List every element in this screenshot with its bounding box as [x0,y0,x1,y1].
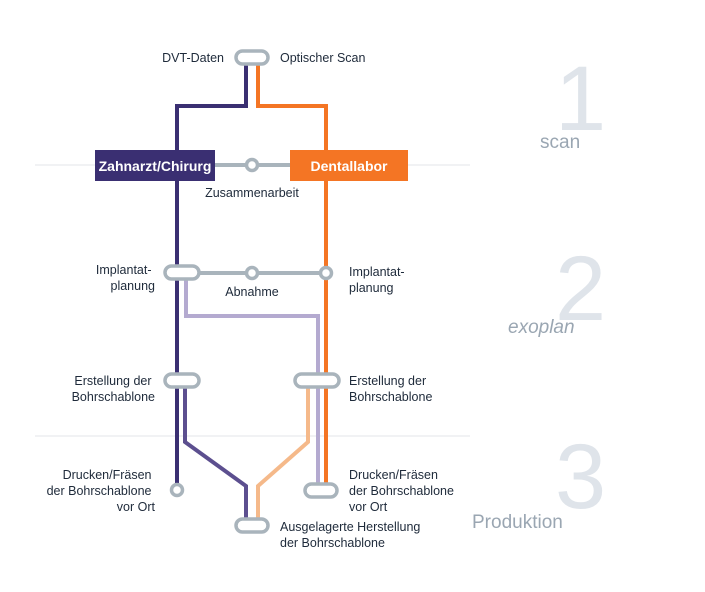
label-implant-left-line2: planung [111,279,156,293]
labor-box [290,150,408,181]
label-druck-left-line2: der Bohrschablone [47,484,152,498]
label-implant-right-line2: planung [349,281,394,295]
label-implant-left-line1: Implantat- [96,263,152,277]
label-abnahme: Abnahme [225,285,279,299]
label-druck-right: Drucken/Fräsen der Bohrschablone vor Ort [349,468,457,514]
druck-right-node [303,482,339,499]
stage-label-exoplan: exoplan [508,317,575,338]
stage-label-scan: scan [540,132,580,153]
label-druck-right-line3: vor Ort [349,500,388,514]
label-implant-left: Implantat- planung [96,263,155,293]
label-optischer-scan: Optischer Scan [280,51,366,65]
label-erstellung-left-line1: Erstellung der [74,374,151,388]
abnahme-node [244,265,260,281]
label-zusammenarbeit: Zusammenarbeit [205,186,299,200]
label-druck-left: Drucken/Fräsen der Bohrschablone vor Ort [47,468,156,514]
label-erstellung-right: Erstellung der Bohrschablone [349,374,432,404]
erstellung-left-node [163,372,201,389]
label-dvt-daten: DVT-Daten [162,51,224,65]
lavender-line [184,273,320,490]
label-implant-right: Implantat- planung [349,265,408,295]
ausgelagert-node [234,517,270,534]
implant-right-node [318,265,334,281]
zahnarzt-outsourced-line [183,380,248,526]
zahnarzt-line [175,62,248,490]
label-ausgelagert-line2: der Bohrschablone [280,536,385,550]
zusammenarbeit-node [244,157,260,173]
labor-line [256,62,328,490]
label-ausgelagert-line1: Ausgelagerte Herstellung [280,520,420,534]
stage-label-produktion: Produktion [472,512,563,533]
label-erstellung-left-line2: Bohrschablone [72,390,155,404]
stage-number-3: 3 [555,426,606,528]
zahnarzt-box-label: Zahnarzt/Chirurg [99,158,212,174]
label-ausgelagert: Ausgelagerte Herstellung der Bohrschablo… [280,520,424,550]
label-druck-right-line1: Drucken/Fräsen [349,468,438,482]
labor-box-label: Dentallabor [310,158,388,174]
label-erstellung-right-line1: Erstellung der [349,374,426,388]
stage-number-1: 1 [555,48,606,150]
druck-left-node [169,482,185,498]
label-erstellung-right-line2: Bohrschablone [349,390,432,404]
label-druck-right-line2: der Bohrschablone [349,484,454,498]
stage-number-2: 2 [555,238,606,340]
label-erstellung-left: Erstellung der Bohrschablone [72,374,155,404]
zahnarzt-box [95,150,215,181]
erstellung-right-node [293,372,341,389]
label-druck-left-line3: vor Ort [117,500,156,514]
labor-outsourced-line [256,380,310,526]
implant-left-node [163,264,201,281]
label-implant-right-line1: Implantat- [349,265,405,279]
start-node [234,49,270,66]
label-druck-left-line1: Drucken/Fräsen [63,468,152,482]
